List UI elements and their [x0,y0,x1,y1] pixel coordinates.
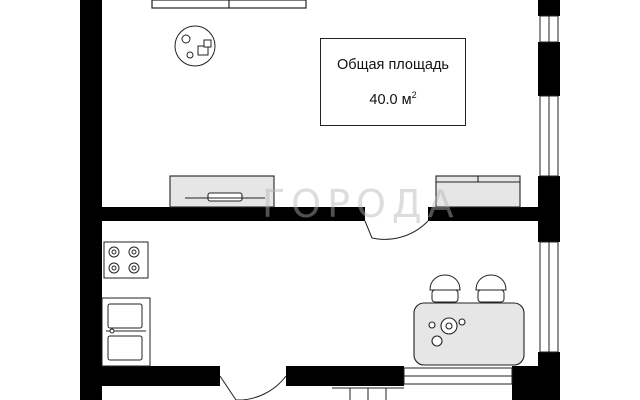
plant-icon [174,25,216,67]
wall-left-upper [80,0,102,232]
window-right-top [539,15,559,43]
wall-partition-left [102,207,365,221]
walls [80,0,560,400]
area-title: Общая площадь [336,56,449,73]
tv-stand-icon [169,175,275,208]
dining-table-icon [413,302,525,366]
chair-icon [429,274,507,303]
sink-icon [101,297,151,367]
area-unit-power: 2 [411,89,417,100]
wall-right-bottom [538,352,560,400]
cabinet-icon [435,175,521,208]
sofa-icon [151,0,307,9]
window-right-mid [539,95,559,177]
area-unit: м [401,91,412,108]
bottom-fixture [332,387,404,400]
total-area-label: Общая площадь 40.0 м2 [320,38,466,126]
wall-partition-right [428,207,538,221]
window-right-low [539,241,559,353]
watermark-text: ГОРОДА [262,182,460,226]
wall-bottom-left [102,366,220,386]
wall-right-mid1 [538,42,560,96]
wall-right-top [538,0,560,16]
stove-icon [103,241,149,279]
wall-bottom-right [512,366,538,400]
window-bottom [403,367,513,385]
area-value-line: 40.0 м2 [369,80,416,115]
wall-left-lower [80,232,102,400]
wall-bottom-mid [286,366,404,386]
wall-right-mid2 [538,176,560,242]
door-icon [364,220,429,240]
area-value: 40.0 [369,91,398,108]
door-entrance [219,375,287,400]
